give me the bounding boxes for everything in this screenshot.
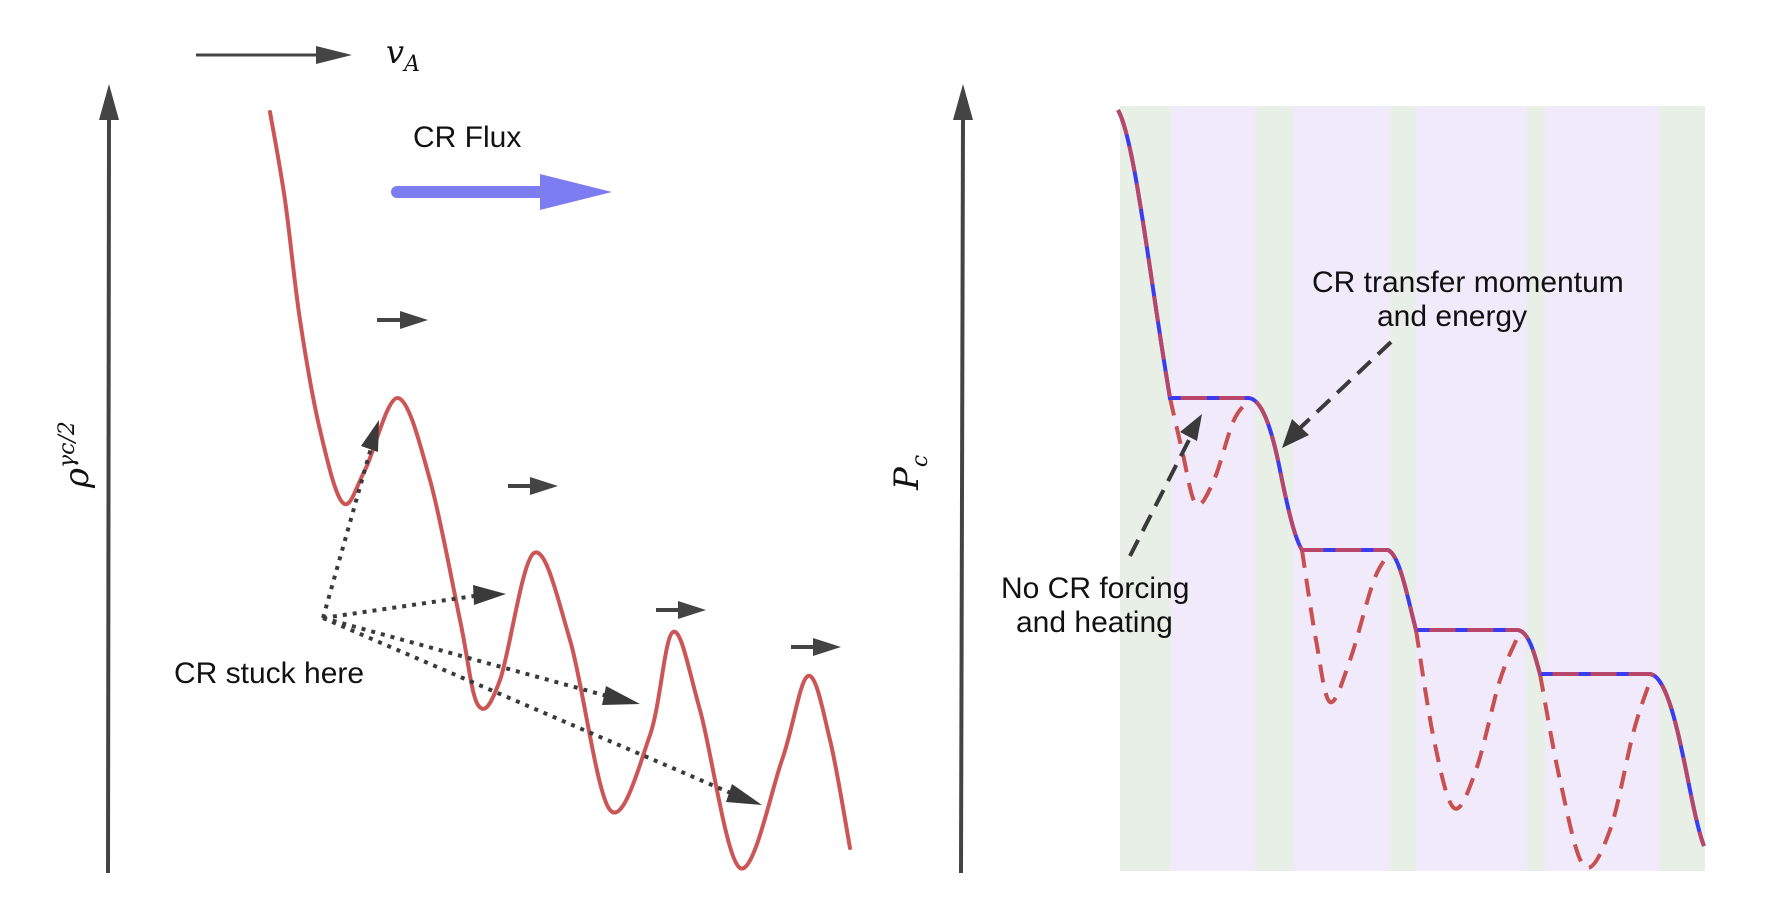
left-y-axis bbox=[106, 117, 111, 874]
right-y-axis-label: Pc bbox=[887, 455, 933, 491]
cr-flux-arrowhead bbox=[540, 174, 612, 210]
left-y-axis-arrowhead bbox=[99, 84, 119, 120]
right-y-axis-arrowhead bbox=[953, 84, 973, 120]
left-panel: ργc/2 vA CR Flux bbox=[55, 33, 852, 874]
stuck-dotted-arrowheads bbox=[361, 420, 762, 805]
cr-transfer-arrowhead bbox=[1282, 419, 1309, 448]
cr-stuck-label: CR stuck here bbox=[174, 657, 364, 690]
density-curve bbox=[268, 110, 852, 871]
pressure-staircase-red-overlay bbox=[1116, 109, 1706, 847]
background-bands bbox=[1120, 106, 1705, 871]
cr-transfer-arrow bbox=[1298, 340, 1393, 430]
pressure-dashed-curve bbox=[1168, 396, 1654, 870]
no-cr-forcing-label-line2: and heating bbox=[1016, 606, 1173, 639]
no-cr-forcing-arrow bbox=[1128, 437, 1192, 557]
cr-flux-label: CR Flux bbox=[413, 121, 521, 154]
alfven-velocity-arrowhead bbox=[316, 46, 352, 64]
alfven-velocity-label: vA bbox=[386, 33, 420, 77]
left-y-axis-label: ργc/2 bbox=[55, 421, 97, 489]
no-cr-forcing-arrowhead bbox=[1180, 414, 1202, 441]
small-velocity-arrows bbox=[377, 311, 841, 656]
cr-transfer-label-line1: CR transfer momentum bbox=[1312, 266, 1624, 299]
right-panel: Pc CR transfer momentum and energy No CR… bbox=[887, 84, 1706, 874]
stuck-dotted-arrows bbox=[321, 447, 734, 796]
no-cr-forcing-label-line1: No CR forcing bbox=[1001, 572, 1189, 605]
right-y-axis bbox=[959, 117, 965, 874]
cr-transfer-label-line2: and energy bbox=[1377, 300, 1527, 333]
